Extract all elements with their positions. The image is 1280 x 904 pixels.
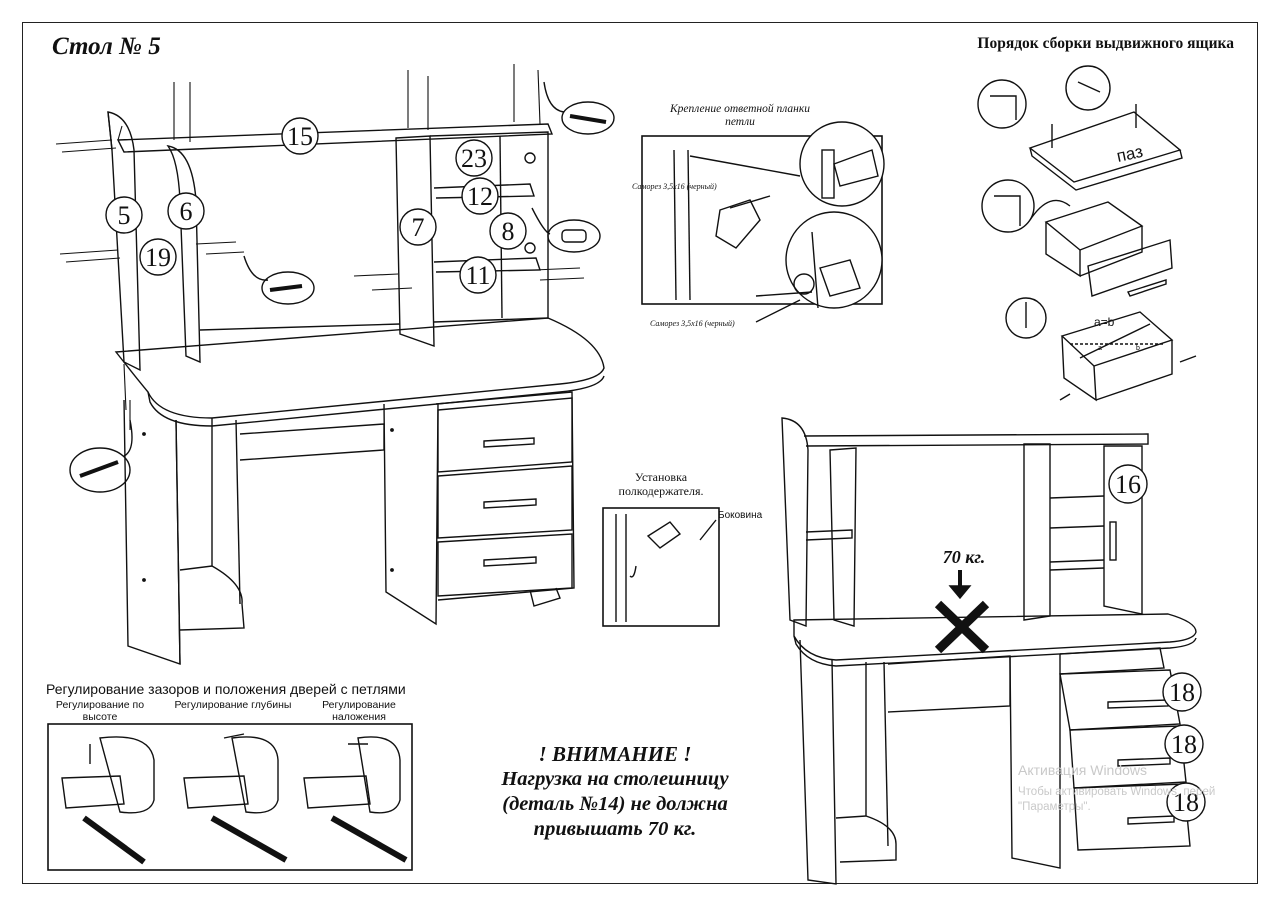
page-title: Стол № 5 (52, 33, 161, 60)
warning-line-2: Нагрузка на столешницу (501, 768, 729, 790)
diagonal-label: a=b (1094, 315, 1115, 329)
windows-activation-title: Активация Windows (1018, 762, 1148, 778)
load-limit-label: 70 кг. (943, 547, 986, 567)
page-frame (22, 22, 1258, 884)
hinge-plate-caption: Крепление ответной планки петли (670, 103, 810, 128)
hinge-depth-illustration (183, 733, 288, 863)
part-12: 12 (467, 182, 493, 211)
part-15: 15 (287, 122, 313, 151)
hinge-adjust-title: Регулирование зазоров и положения дверей… (46, 681, 406, 697)
screw-detail-icons (69, 81, 615, 493)
assembled-desk (781, 417, 1206, 885)
warning-heading: ! ВНИМАНИЕ ! (538, 742, 692, 766)
hinge-depth-label: Регулирование глубины (174, 699, 292, 711)
warning-line-3: (деталь №14) не должна (502, 793, 728, 815)
part-18-top: 18 (1169, 678, 1195, 707)
part-11: 11 (465, 261, 490, 290)
diag-a-label: a (1098, 345, 1102, 352)
hinge-plate-inset (641, 121, 885, 323)
load-warning: ! ВНИМАНИЕ ! Нагрузка на столешницу (дет… (470, 742, 760, 842)
part-23: 23 (461, 144, 487, 173)
windows-activation-line: Чтобы активировать Windows, перей (1018, 786, 1216, 798)
side-panel-label: Боковина (718, 510, 763, 521)
diag-b-label: b (1136, 345, 1140, 352)
drawer-assembly-title: Порядок сборки выдвижного ящика (977, 35, 1234, 52)
part-circles (105, 117, 527, 294)
shelf-holder-caption: Установка полкодержателя. (618, 470, 704, 498)
drawer-assembly (977, 65, 1197, 402)
part-8: 8 (502, 217, 515, 246)
hinge-adjust-box (47, 723, 413, 871)
part-6: 6 (180, 197, 193, 226)
part-19: 19 (145, 243, 171, 272)
part-18-bottom: 18 (1173, 788, 1199, 817)
shelf-holder-inset (602, 507, 720, 627)
screw-label-2: Саморез 3,5х16 (черный) (650, 319, 735, 328)
part-16: 16 (1115, 470, 1141, 499)
windows-activation-line-2: "Параметры". (1018, 801, 1091, 813)
warning-line-4: привышать 70 кг. (533, 818, 697, 840)
hinge-height-label: Регулирование по высоте (55, 699, 145, 723)
part-18-middle: 18 (1171, 730, 1197, 759)
hinge-overlay-label: Регулирование наложения (322, 699, 396, 723)
hinge-height-illustration (61, 736, 155, 865)
screws (55, 64, 585, 430)
hinge-overlay-illustration (303, 736, 408, 863)
part-5: 5 (118, 201, 131, 230)
part-7: 7 (412, 213, 425, 242)
screw-label-1: Саморез 3,5х16 (черный) (632, 182, 717, 191)
